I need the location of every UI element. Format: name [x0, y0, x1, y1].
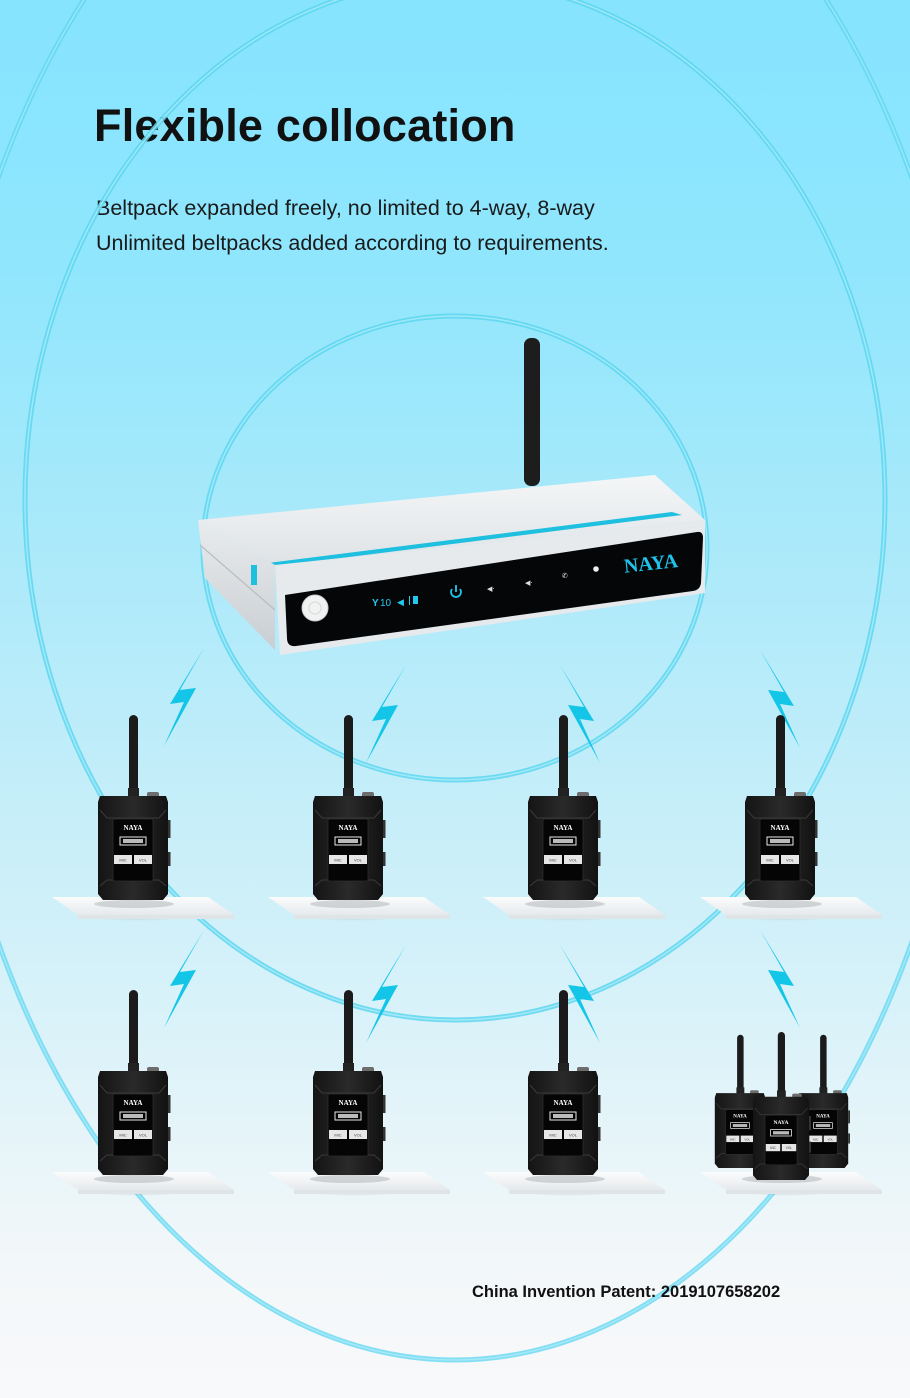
- beltpack-2: [312, 714, 386, 901]
- beltpack-group: [714, 1031, 851, 1181]
- volume-up-icon: ◀·: [525, 579, 533, 587]
- patent-note: China Invention Patent: 2019107658202: [472, 1283, 781, 1301]
- volume-down-icon: ◀·: [487, 585, 495, 593]
- page-title: Flexible collocation: [94, 100, 516, 151]
- beltpack-1: [97, 714, 171, 901]
- speaker-icon: ◀︎: [397, 598, 404, 608]
- platform: [268, 897, 450, 921]
- subtitle-line-1: Beltpack expanded freely, no limited to …: [96, 196, 595, 220]
- signal-bolts-row-1: [164, 648, 800, 763]
- platform: [268, 1172, 450, 1196]
- platform: [483, 897, 665, 921]
- subtitle-line-2: Unlimited beltpacks added according to r…: [96, 231, 609, 255]
- platform: [700, 897, 882, 921]
- signal-bolts-row-2: [164, 930, 800, 1043]
- beltpack-7: [527, 989, 601, 1176]
- beltpack-row-1: [52, 714, 882, 921]
- power-knob-icon: [301, 594, 329, 622]
- signal-waves: [0, 0, 910, 1363]
- beltpack-5: [97, 989, 171, 1176]
- bolt-icon: [164, 648, 204, 746]
- base-station: Y 10 ◀︎ ◀· ◀· ✆ NAYA: [198, 338, 705, 655]
- signal-icon: Y: [372, 598, 379, 609]
- base-antenna: [524, 338, 540, 486]
- beltpack-group-front: [752, 1031, 812, 1181]
- bolt-icon: [366, 945, 406, 1043]
- dot-indicator-icon: [593, 566, 599, 572]
- platform: [483, 1172, 665, 1196]
- call-icon: ✆: [562, 572, 568, 580]
- bolt-icon: [760, 930, 800, 1028]
- platform: [52, 1172, 234, 1196]
- channel-display: 10: [380, 598, 392, 609]
- beltpack-4: [744, 714, 818, 901]
- power-icon: [450, 585, 462, 598]
- battery-icon: [413, 596, 418, 604]
- bolt-icon: [164, 930, 204, 1028]
- beltpack-6: [312, 989, 386, 1176]
- platform: [52, 897, 234, 921]
- bolt-icon: [366, 665, 406, 763]
